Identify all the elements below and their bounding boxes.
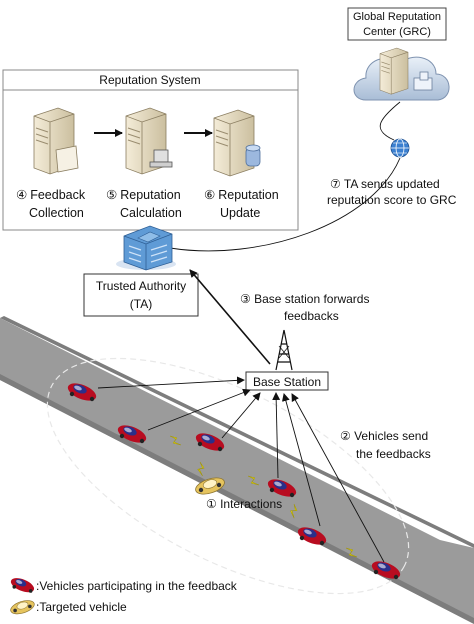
grc-node: Global Reputation Center (GRC)	[347, 7, 450, 158]
base-station-box	[245, 371, 329, 391]
step6-line2: Update	[220, 206, 260, 220]
feedback-arrow	[291, 393, 385, 563]
feedback-arrow	[281, 393, 321, 527]
feedback-collection-server-icon	[33, 107, 79, 175]
legend-targeted-car-icon	[8, 597, 37, 617]
feedback-arrow	[147, 388, 251, 431]
legend-targeted-label: :Targeted vehicle	[36, 600, 127, 614]
feedback-arrow	[97, 376, 245, 389]
building-icon	[116, 225, 176, 271]
ta-line1: Trusted Authority	[96, 279, 186, 293]
trusted-authority-node: Trusted Authority (TA)	[83, 225, 199, 317]
grc-label-box	[347, 7, 447, 41]
reputation-calculation-server-icon	[125, 107, 173, 175]
grc-title-line1: Global Reputation	[353, 11, 441, 23]
step3-line1: ③ Base station forwards	[240, 292, 369, 306]
legend-participating-label: :Vehicles participating in the feedback	[36, 579, 238, 593]
grc-server-icon	[379, 47, 409, 95]
road	[0, 316, 474, 624]
antenna-tower-icon	[275, 329, 293, 371]
step4-line2: Collection	[29, 206, 84, 220]
globe-icon	[390, 138, 410, 158]
step2-line1: ② Vehicles send	[340, 429, 428, 443]
grc-title-line2: Center (GRC)	[363, 26, 431, 38]
legend-participating-car-icon	[8, 575, 37, 596]
step7-line2: reputation score to GRC	[327, 193, 457, 207]
step2-line2: the feedbacks	[356, 447, 431, 461]
step5-line2: Calculation	[120, 206, 182, 220]
feedback-arrows	[97, 376, 385, 563]
legend: :Vehicles participating in the feedback …	[8, 575, 238, 617]
reputation-update-server-icon	[213, 109, 261, 177]
step1-label: ① Interactions	[206, 497, 282, 511]
feedback-arrow	[221, 392, 261, 439]
ta-label-box	[83, 273, 199, 317]
feedback-arrow	[272, 392, 281, 479]
grc-small-server-icon	[413, 71, 433, 91]
base-station-label: Base Station	[253, 375, 321, 389]
base-to-ta-arrow	[189, 269, 271, 365]
reputation-system-title: Reputation System	[99, 73, 200, 87]
ta-to-grc-link	[169, 157, 401, 252]
ta-line2: (TA)	[130, 297, 152, 311]
grc-link-line	[379, 101, 401, 141]
step3-line2: feedbacks	[284, 309, 339, 323]
step7-line1: ⑦ TA sends updated	[330, 177, 440, 191]
